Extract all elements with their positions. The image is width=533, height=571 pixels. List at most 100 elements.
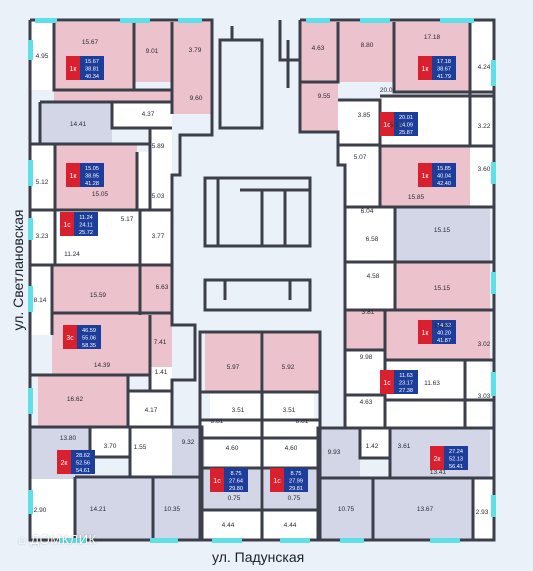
room-area-label: 6.58 (366, 236, 379, 243)
room-area-label: 11.63 (424, 380, 440, 387)
room-area-label: 2.90 (34, 507, 47, 514)
badge-area-value: 11.24 (79, 215, 93, 221)
room-area-label: 8.81 (211, 418, 224, 425)
room-area-label: 9.55 (318, 93, 331, 100)
room-area-label: 9.93 (328, 449, 341, 456)
room-area-label: 7.41 (154, 339, 167, 346)
badge-area-value: 46.59 (82, 328, 96, 334)
badge-area-value: 15.67 (85, 59, 99, 65)
room-area-label: 3.03 (478, 393, 491, 400)
badge-area-value: 28.62 (76, 453, 90, 459)
badge-type: 1с (273, 478, 281, 485)
badge-type: 1к (70, 66, 78, 73)
room-area-label: 15.85 (408, 194, 425, 201)
badge-area-value: 25.87 (399, 130, 413, 136)
room-area-label: 5.92 (282, 364, 295, 371)
badge-area-value: 11.63 (399, 373, 413, 379)
badge-area-box (394, 370, 418, 394)
badge-area-box (444, 446, 468, 470)
badge-area-value: 8.75 (231, 471, 242, 477)
room-area-label: 10.75 (338, 506, 355, 513)
room-area-label: 5.03 (152, 193, 165, 200)
badge-area-value: 55.06 (82, 336, 96, 342)
badge-area-value: 52.13 (449, 457, 463, 463)
room-area-label: 14.82 (434, 323, 451, 330)
room-area-label: 13.80 (60, 435, 77, 442)
badge-type: 1к (422, 173, 430, 180)
badge-area-value: 15.85 (437, 166, 451, 172)
room-area-label: 1.42 (366, 443, 379, 450)
badge-area-value: 41.87 (437, 338, 451, 344)
room-area-label: 3.51 (283, 407, 296, 414)
room-area-label: 15.15 (434, 285, 451, 292)
badge-area-box (394, 112, 418, 136)
badge-area-value: 38.67 (437, 67, 451, 73)
room-area-label: 17.18 (424, 34, 441, 41)
room-area-label: 3.23 (36, 233, 49, 240)
badge-area-value: 27.99 (289, 479, 303, 485)
badge-type-box (380, 112, 394, 136)
badge-area-value: 42.40 (437, 181, 451, 187)
room-area-label: 5.07 (354, 154, 367, 161)
badge-area-box (74, 212, 98, 236)
room-area-label: 5.89 (152, 143, 165, 150)
room-area-label: 5.12 (36, 179, 49, 186)
room-area-label: 4.24 (478, 64, 491, 71)
badge-type: 1с (63, 222, 71, 229)
badge-area-value: 17.18 (437, 59, 451, 65)
badge-area-box (80, 56, 104, 80)
room-area-label: 3.79 (189, 47, 202, 54)
room-area-label: 8.80 (361, 42, 374, 49)
badge-area-value: 27.38 (399, 388, 413, 394)
street-label-left: ул. Светлановская (10, 209, 26, 331)
center-block (200, 332, 320, 540)
badge-area-value: 27.24 (449, 449, 463, 455)
right-wing (300, 22, 494, 540)
room-area-label: 0.75 (228, 495, 241, 502)
street-label-bottom: ул. Падунская (212, 549, 305, 565)
badge-area-box (432, 56, 456, 80)
watermark-text: ДОМКЛИК (30, 532, 97, 547)
badge-area-value: 29.80 (229, 486, 243, 492)
badge-area-value: 56.41 (449, 464, 463, 470)
room-area-label: 4.17 (145, 407, 158, 414)
room-area-label: 9.98 (360, 354, 373, 361)
badge-area-value: 40.20 (437, 331, 451, 337)
room-area-label: 3.60 (478, 166, 491, 173)
room-area-label: 9.32 (182, 439, 195, 446)
badge-type-box (430, 446, 444, 470)
badge-type-box (418, 56, 432, 80)
room-area-label: 8.81 (296, 418, 309, 425)
room-area-label: 3.51 (232, 407, 245, 414)
badge-area-box (77, 325, 101, 349)
room-area-label: 16.62 (67, 396, 84, 403)
badge-area-box (284, 468, 308, 492)
room-area-label: 4.44 (284, 522, 297, 529)
room-area-label: 4.63 (360, 399, 373, 406)
badge-area-value: 52.56 (76, 461, 90, 467)
room-area-label: 3.85 (358, 112, 371, 119)
badge-area-value: 58.35 (82, 343, 96, 349)
badge-area-value: 14.82 (437, 323, 451, 329)
room-area-label: 8.14 (34, 297, 47, 304)
room-area-label: 4.95 (36, 53, 49, 60)
room-area-label: 6.04 (361, 208, 374, 215)
room-area-label: 4.37 (142, 111, 155, 118)
badge-area-value: 25.72 (79, 230, 93, 236)
badge-area-box (432, 320, 456, 344)
badge-type-box (57, 450, 71, 474)
room-area-label: 20.01 (380, 87, 397, 94)
room-area-label: 4.60 (226, 445, 239, 452)
badge-area-value: 38.81 (85, 67, 99, 73)
room-area-label: 14.21 (90, 506, 107, 513)
badge-area-value: 54.61 (76, 468, 90, 474)
domclick-logo-icon: ⌂ (18, 532, 27, 547)
